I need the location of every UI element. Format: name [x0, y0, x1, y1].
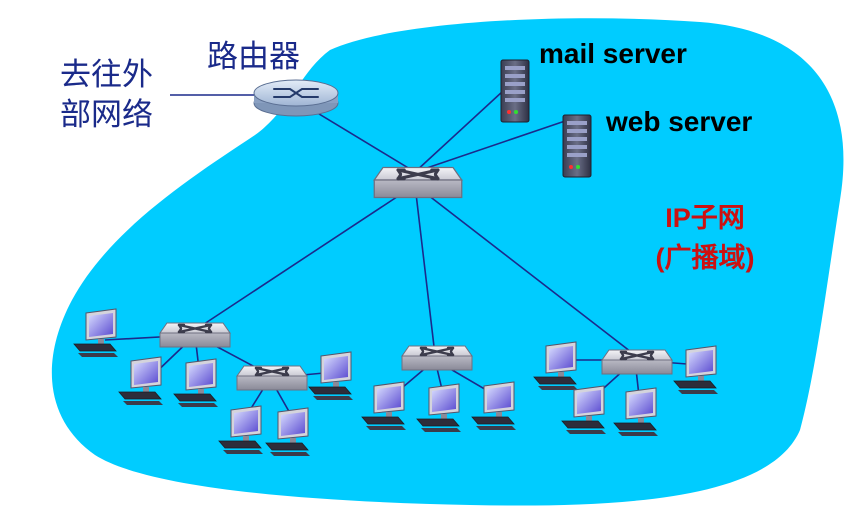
subnet-label-line2: (广播域)	[655, 243, 755, 273]
switch-icon-right	[600, 348, 674, 376]
mail-server-label: mail server	[539, 38, 687, 69]
router-icon	[253, 79, 339, 117]
web-server-icon	[562, 114, 592, 178]
router-label: 路由器	[207, 39, 300, 75]
mail-server-icon	[500, 59, 530, 123]
subnet-label-line1: IP子网	[665, 203, 745, 233]
switch-icon-middle	[400, 344, 474, 372]
switch-icon-left-2	[235, 364, 309, 392]
core-switch-icon	[372, 166, 464, 199]
external-network-label-line2: 部网络	[60, 97, 153, 133]
external-network-label-line1: 去往外	[60, 57, 153, 93]
web-server-label: web server	[606, 106, 753, 137]
switch-icon-left	[158, 321, 232, 349]
